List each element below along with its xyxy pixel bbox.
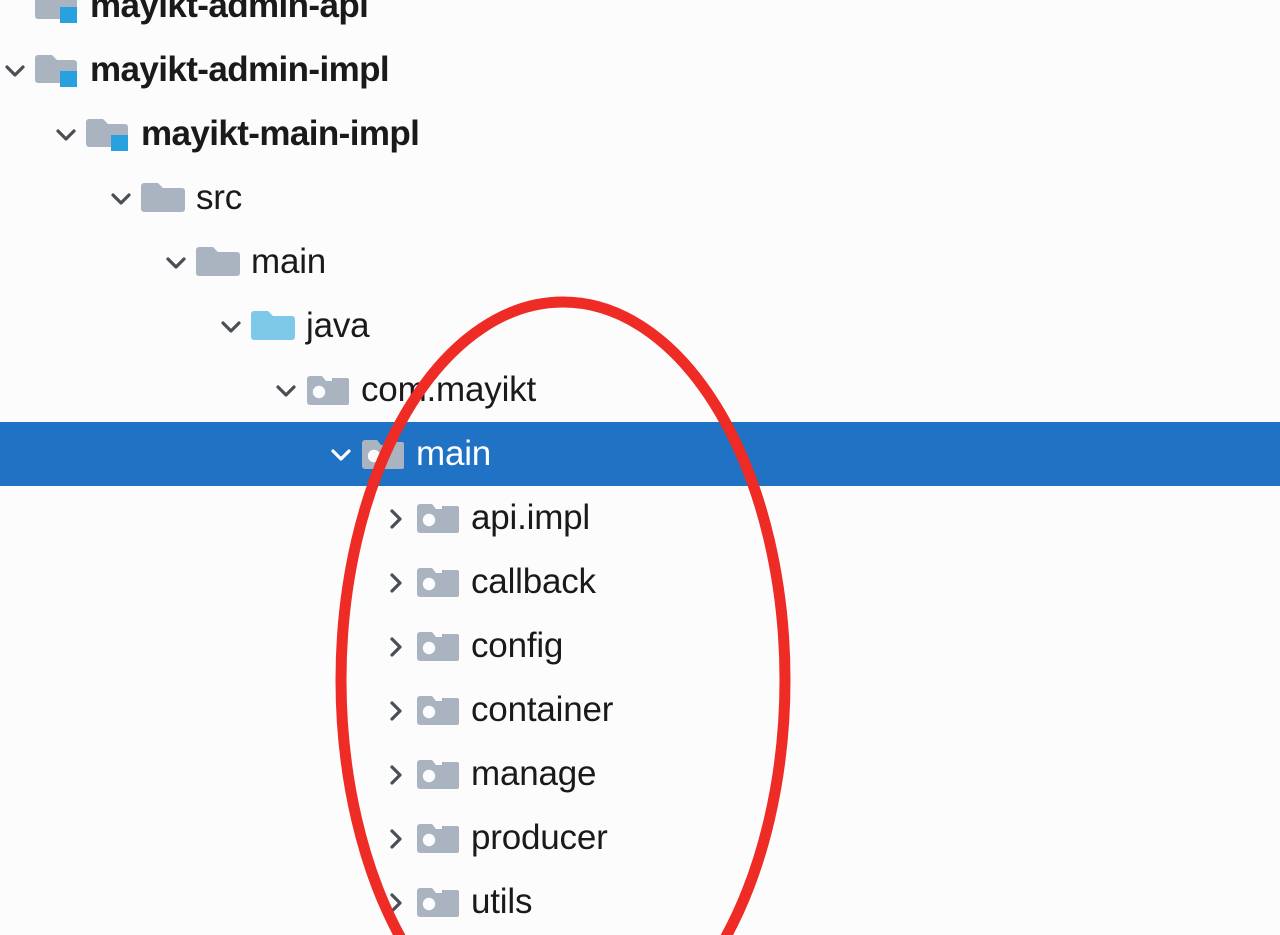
tree-row-label: manage (471, 754, 597, 793)
tree-row[interactable]: main (0, 422, 1280, 486)
package-icon (360, 422, 414, 486)
tree-row[interactable]: mayikt-main-impl (0, 102, 1280, 166)
tree-row-label: mayikt-admin-api (90, 0, 369, 25)
package-icon (415, 550, 469, 614)
module-folder-icon (34, 38, 88, 102)
tree-row-label: java (306, 306, 370, 345)
chevron-down-icon[interactable] (106, 166, 140, 230)
tree-row[interactable]: manage (0, 742, 1280, 806)
source-root-folder-icon (250, 294, 304, 358)
package-icon (415, 870, 469, 934)
tree-row-label: utils (471, 882, 533, 921)
tree-row[interactable]: main (0, 230, 1280, 294)
tree-row-label: com.mayikt (361, 370, 536, 409)
tree-row-label: mayikt-main-impl (141, 114, 420, 153)
chevron-down-icon[interactable] (51, 102, 85, 166)
chevron-right-icon[interactable] (381, 870, 415, 934)
chevron-right-icon[interactable] (381, 550, 415, 614)
package-icon (305, 358, 359, 422)
tree-row[interactable]: mayikt-admin-impl (0, 38, 1280, 102)
chevron-down-icon[interactable] (161, 230, 195, 294)
tree-row-label: config (471, 626, 564, 665)
tree-row-label: callback (471, 562, 596, 601)
chevron-down-icon[interactable] (216, 294, 250, 358)
tree-row[interactable]: producer (0, 806, 1280, 870)
tree-row-label: producer (471, 818, 608, 857)
chevron-right-icon[interactable] (381, 742, 415, 806)
twisty-placeholder (0, 0, 34, 38)
tree-row-label: main (416, 434, 492, 473)
chevron-right-icon[interactable] (381, 678, 415, 742)
package-icon (415, 806, 469, 870)
package-icon (415, 486, 469, 550)
folder-icon (195, 230, 249, 294)
tree-row[interactable]: config (0, 614, 1280, 678)
tree-row[interactable]: com.mayikt (0, 358, 1280, 422)
tree-row[interactable]: mayikt-admin-api (0, 0, 1280, 38)
package-icon (415, 614, 469, 678)
package-icon (415, 678, 469, 742)
tree-row[interactable]: callback (0, 550, 1280, 614)
chevron-down-icon[interactable] (0, 38, 34, 102)
tree-row[interactable]: utils (0, 870, 1280, 934)
tree-row[interactable]: java (0, 294, 1280, 358)
tree-row[interactable]: src (0, 166, 1280, 230)
chevron-down-icon[interactable] (326, 422, 360, 486)
tree-row[interactable]: container (0, 678, 1280, 742)
package-icon (415, 742, 469, 806)
tree-row[interactable]: api.impl (0, 486, 1280, 550)
tree-row-label: main (251, 242, 327, 281)
tree-row-label: api.impl (471, 498, 591, 537)
tree-row-label: src (196, 178, 243, 217)
tree-row-label: mayikt-admin-impl (90, 50, 390, 89)
module-folder-icon (34, 0, 88, 38)
module-folder-icon (85, 102, 139, 166)
chevron-right-icon[interactable] (381, 806, 415, 870)
chevron-right-icon[interactable] (381, 614, 415, 678)
chevron-right-icon[interactable] (381, 486, 415, 550)
folder-icon (140, 166, 194, 230)
chevron-down-icon[interactable] (271, 358, 305, 422)
tree-row-label: container (471, 690, 614, 729)
